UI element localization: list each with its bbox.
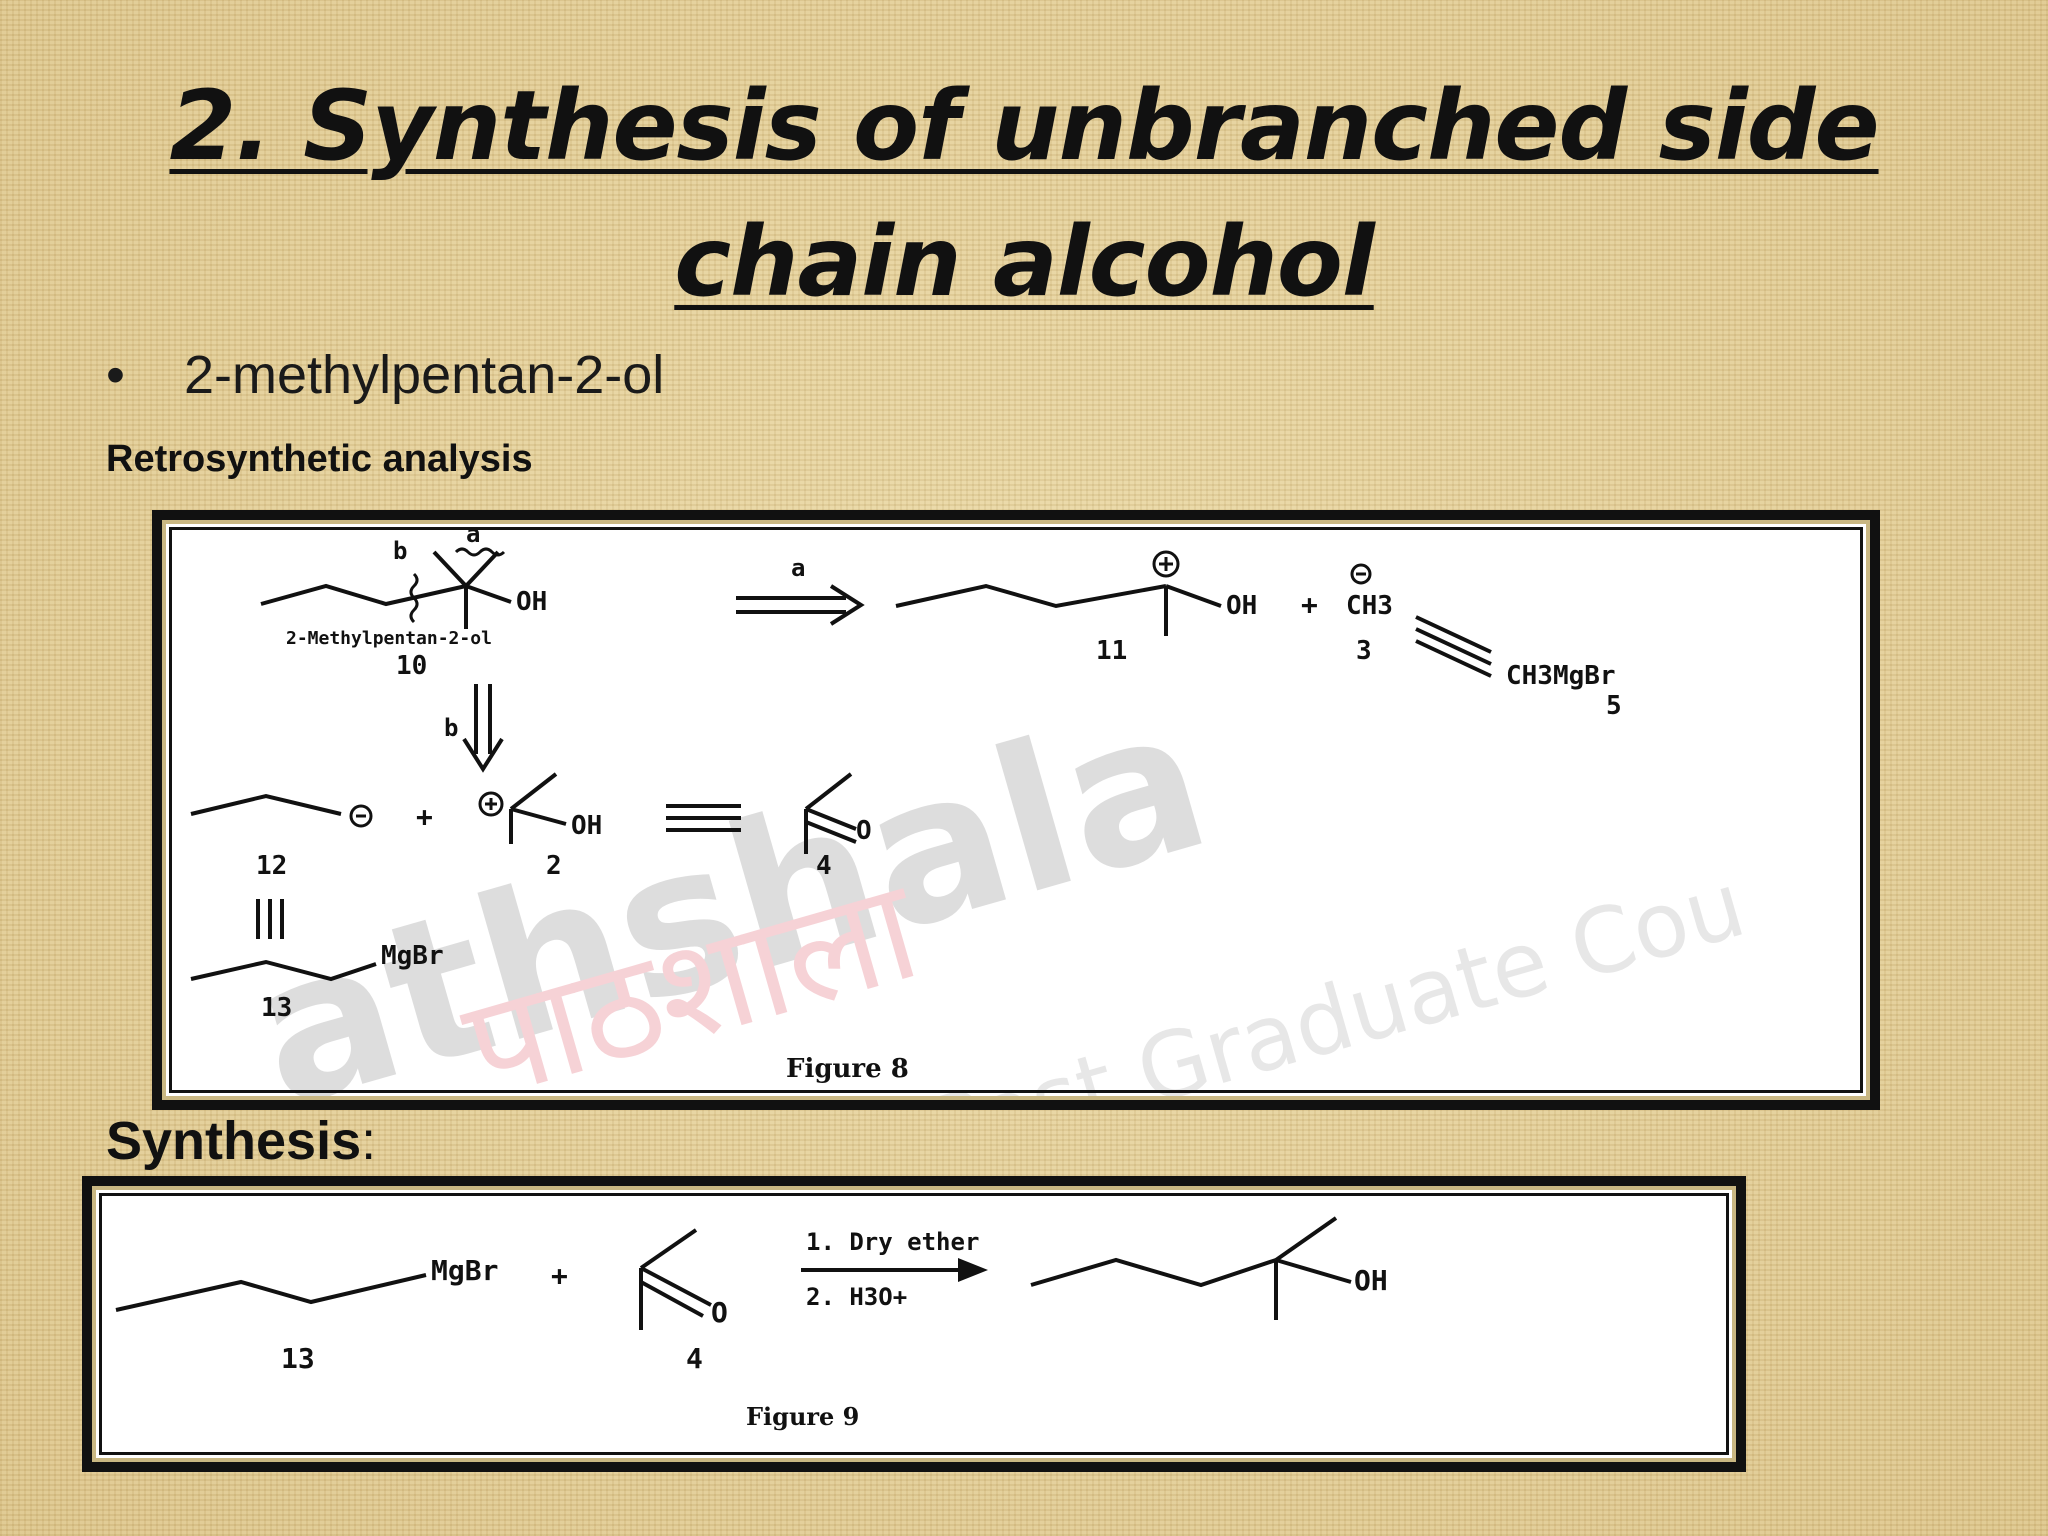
figure-8-diagram: athshala पाठशाला All Post Graduate Cou b… <box>190 524 1756 1096</box>
label-mgbr-13: MgBr <box>381 941 444 971</box>
bullet-text: 2-methylpentan-2-ol <box>184 345 665 405</box>
figure-9-caption: Figure 9 <box>746 1402 859 1431</box>
label-oh-11: OH <box>1226 591 1257 621</box>
retro-arrow-a <box>736 584 865 626</box>
figure-8-caption: Figure 8 <box>786 1054 909 1084</box>
label-num-11: 11 <box>1096 636 1127 666</box>
compound-10-skeleton <box>260 547 512 629</box>
label-oh-10: OH <box>516 587 547 617</box>
arrow-label-b: b <box>444 714 458 742</box>
reactant-o: O <box>711 1296 728 1329</box>
target-name: 2-Methylpentan-2-ol <box>286 628 492 649</box>
reactant-num-4: 4 <box>686 1342 703 1375</box>
equivalence-sign-2 <box>666 804 741 832</box>
figure-9-frame: MgBr + 13 O 4 1. Dry ether 2. H3O+ <box>82 1176 1746 1472</box>
reagent-step-2: 2. H3O+ <box>806 1283 907 1311</box>
reactant-mgbr: MgBr <box>431 1254 498 1287</box>
bond-label-b: b <box>393 537 407 565</box>
label-num-2: 2 <box>546 851 562 881</box>
equivalence-sign-1 <box>1415 615 1492 678</box>
retrosynthesis-heading: Retrosynthetic analysis <box>106 438 533 480</box>
label-num-4: 4 <box>816 851 832 881</box>
bullet-item: • 2-methylpentan-2-ol <box>106 344 664 406</box>
synthesis-heading: Synthesis: <box>106 1110 376 1172</box>
label-num-13: 13 <box>261 993 292 1023</box>
compound-11-skeleton <box>895 550 1222 636</box>
reagent-step-1: 1. Dry ether <box>806 1228 979 1256</box>
synthesis-heading-colon: : <box>361 1111 377 1171</box>
label-ch3-anion: CH3 <box>1346 591 1393 621</box>
watermark: athshala पाठशाला All Post Graduate Cou <box>231 661 1756 1096</box>
bond-label-a: a <box>466 524 480 548</box>
equivalence-sign-3 <box>256 899 284 939</box>
label-o-4: O <box>856 816 872 846</box>
product-oh: OH <box>1354 1264 1388 1297</box>
compound-12-skeleton <box>190 793 373 828</box>
product-skeleton <box>1030 1216 1352 1320</box>
synthesis-heading-text: Synthesis <box>106 1111 362 1171</box>
plus-2: + <box>416 800 433 833</box>
retro-arrow-b <box>462 684 504 773</box>
label-ch3mgbr: CH3MgBr <box>1506 661 1616 691</box>
reactant-4-skeleton <box>639 1228 712 1330</box>
minus-charge-icon <box>1350 563 1372 585</box>
slide-title: 2. Synthesis of unbranched side chain al… <box>169 70 1879 318</box>
bullet-dot: • <box>106 345 125 405</box>
label-num-3: 3 <box>1356 636 1372 666</box>
label-num-10: 10 <box>396 651 427 681</box>
compound-13-skeleton <box>190 959 377 982</box>
label-num-5: 5 <box>1606 691 1622 721</box>
reaction-arrowhead-icon <box>958 1258 988 1282</box>
label-num-12: 12 <box>256 851 287 881</box>
compound-2-skeleton <box>478 772 567 844</box>
compound-4-skeleton <box>804 772 857 854</box>
figure-9-diagram: MgBr + 13 O 4 1. Dry ether 2. H3O+ <box>115 1216 1388 1431</box>
reaction-plus: + <box>551 1259 568 1292</box>
figure-9-panel: MgBr + 13 O 4 1. Dry ether 2. H3O+ <box>92 1186 1736 1462</box>
reactant-num-13: 13 <box>281 1342 315 1375</box>
figure-8-frame: athshala पाठशाला All Post Graduate Cou b… <box>152 510 1880 1110</box>
label-oh-2: OH <box>571 811 602 841</box>
reactant-13-skeleton <box>115 1273 427 1312</box>
arrow-label-a: a <box>791 554 805 582</box>
plus-1: + <box>1301 588 1318 621</box>
figure-8-panel: athshala पाठशाला All Post Graduate Cou b… <box>162 520 1870 1100</box>
